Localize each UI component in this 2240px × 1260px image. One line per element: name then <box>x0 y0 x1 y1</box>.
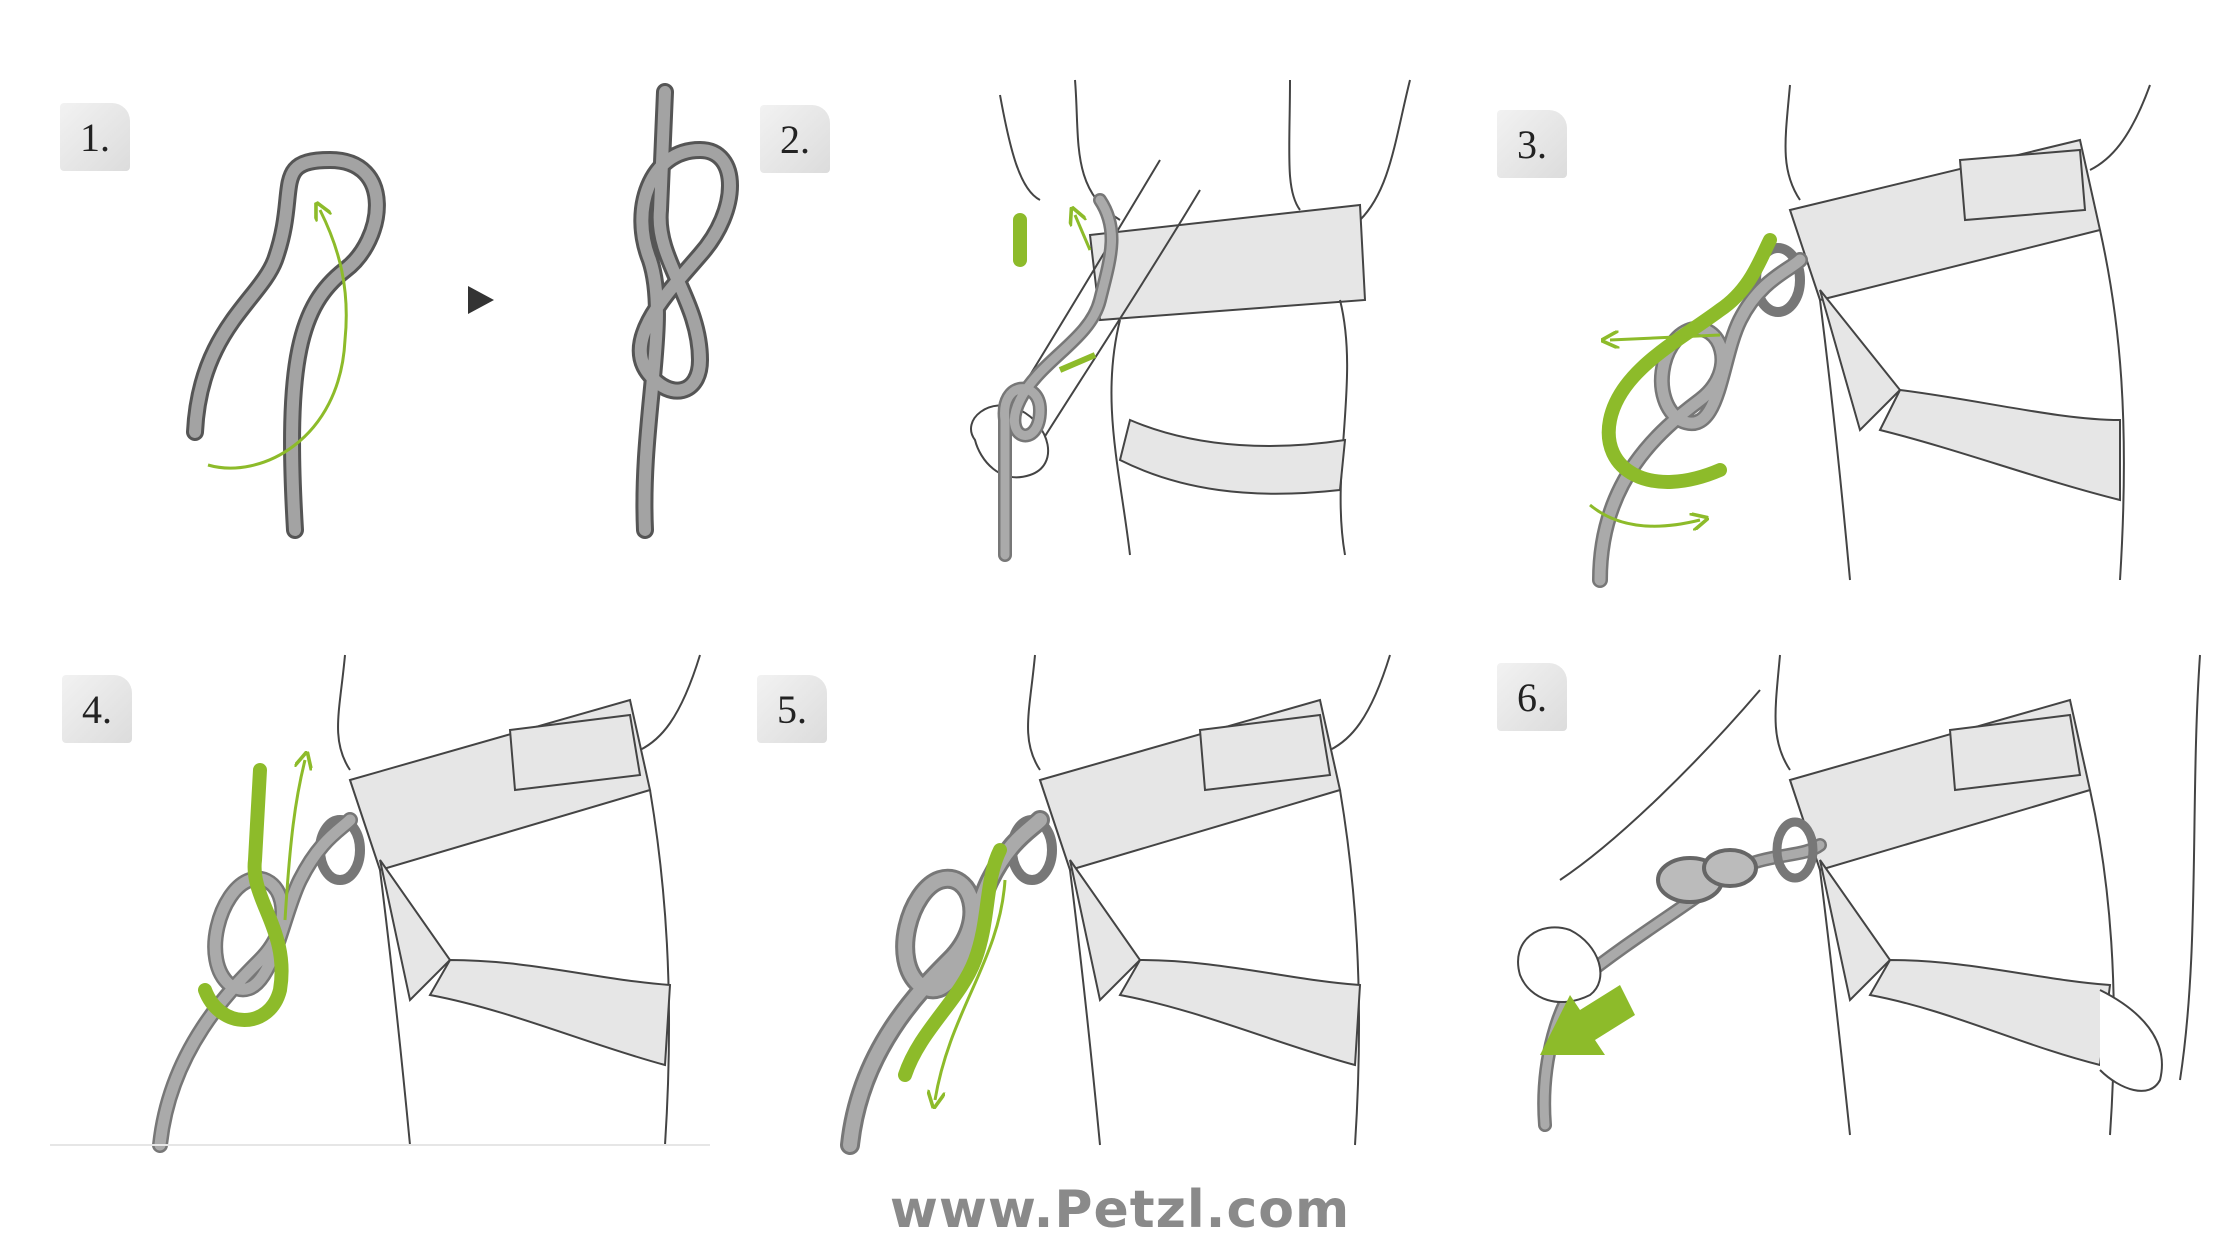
step-badge-6: 6. <box>1497 663 1567 731</box>
step-badge-5: 5. <box>757 675 827 743</box>
step-label: 4. <box>82 686 112 732</box>
panel-1-figure-eight-forming <box>186 83 739 539</box>
step-badge-4: 4. <box>62 675 132 743</box>
step-badge-1: 1. <box>60 103 130 171</box>
step-badge-2: 2. <box>760 105 830 173</box>
panel-4-retrace <box>152 654 701 1153</box>
step-label: 1. <box>80 114 110 160</box>
panel-6-dress-and-set <box>1517 654 2201 1136</box>
step-label: 6. <box>1517 674 1547 720</box>
step-label: 5. <box>777 686 807 732</box>
panel-5-finish-retrace <box>840 654 1391 1155</box>
step-label: 3. <box>1517 121 1547 167</box>
step-badge-3: 3. <box>1497 110 1567 178</box>
panel-3-tie-in <box>1589 84 2151 588</box>
step-label: 2. <box>780 116 810 162</box>
source-url: www.Petzl.com <box>889 1180 1351 1240</box>
panel-2-harness-threading <box>970 79 1411 562</box>
